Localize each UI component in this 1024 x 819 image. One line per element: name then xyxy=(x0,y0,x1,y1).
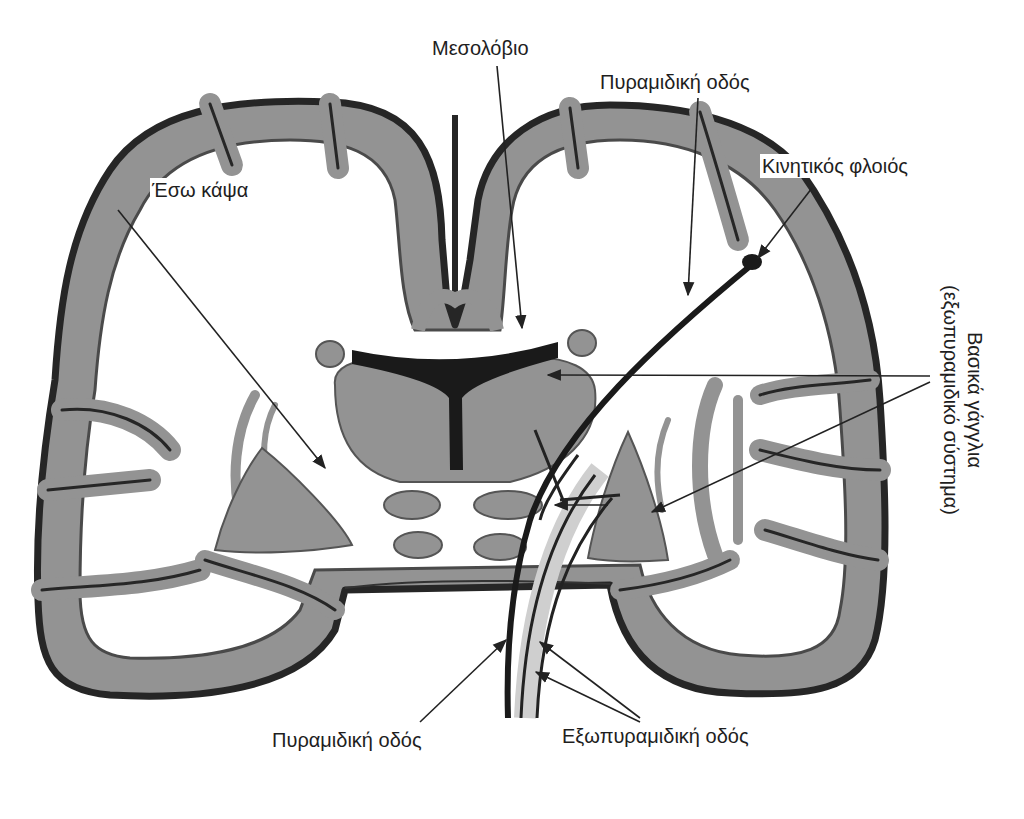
caudate-head xyxy=(316,341,344,367)
leader-line xyxy=(540,642,640,718)
brain-base-line xyxy=(345,581,610,588)
leader-line xyxy=(758,188,812,258)
sulcus xyxy=(330,104,338,168)
insula xyxy=(700,385,715,555)
leader-line xyxy=(118,210,325,468)
caudate-head xyxy=(568,330,596,356)
leader-line xyxy=(688,98,698,295)
sulcus xyxy=(205,560,335,610)
longitudinal-fissure xyxy=(452,115,458,320)
leader-line xyxy=(497,66,522,328)
sulcus xyxy=(760,380,870,395)
hypothalamus xyxy=(384,491,440,519)
sulcus xyxy=(210,104,232,165)
group-label: Βασικά γάγγλια (εξωπυραμιδικό σύστημα) xyxy=(938,266,986,535)
putamen xyxy=(215,448,352,552)
sulcus xyxy=(210,104,232,165)
leader-line xyxy=(652,382,930,512)
sulcus xyxy=(62,409,170,450)
sulcus xyxy=(620,560,730,590)
sulcus xyxy=(700,112,738,240)
sulcus xyxy=(48,480,150,490)
sulcus xyxy=(42,570,200,590)
part-label: Κινητικός φλοιός xyxy=(760,154,910,178)
leader-line xyxy=(420,640,506,722)
sulcus xyxy=(570,108,578,168)
sulcus xyxy=(42,570,200,590)
sulcus xyxy=(700,112,738,240)
extrapyramidal-tract xyxy=(537,498,612,718)
part-label: Πυραμιδική οδός xyxy=(270,728,424,752)
cingulate-cortex xyxy=(418,296,497,330)
mammillary-body xyxy=(394,532,442,558)
ventricle xyxy=(352,342,558,470)
leader-line xyxy=(555,504,608,506)
sulcus xyxy=(48,480,150,490)
leader-line xyxy=(548,375,930,376)
sulcus xyxy=(765,530,878,560)
leader-lines xyxy=(118,66,930,722)
claustrum xyxy=(657,420,668,510)
leader-line xyxy=(536,672,640,722)
part-label: Εξωπυραμιδική οδός xyxy=(560,724,751,748)
sulcus xyxy=(330,104,338,168)
part-label: Έσω κάψα xyxy=(150,178,250,202)
part-label: Μεσολόβιο xyxy=(430,36,531,60)
sulcus xyxy=(205,560,335,610)
sulcus xyxy=(760,380,870,395)
thalamic-fiber xyxy=(560,495,620,500)
part-label: Πυραμιδική οδός xyxy=(598,70,752,94)
cortex xyxy=(37,101,885,696)
sulcus xyxy=(62,409,170,450)
sulcus xyxy=(620,560,730,590)
sulci xyxy=(42,104,880,610)
pyramidal-tract xyxy=(508,262,755,718)
sulcus xyxy=(570,108,578,168)
sulcus xyxy=(765,530,878,560)
